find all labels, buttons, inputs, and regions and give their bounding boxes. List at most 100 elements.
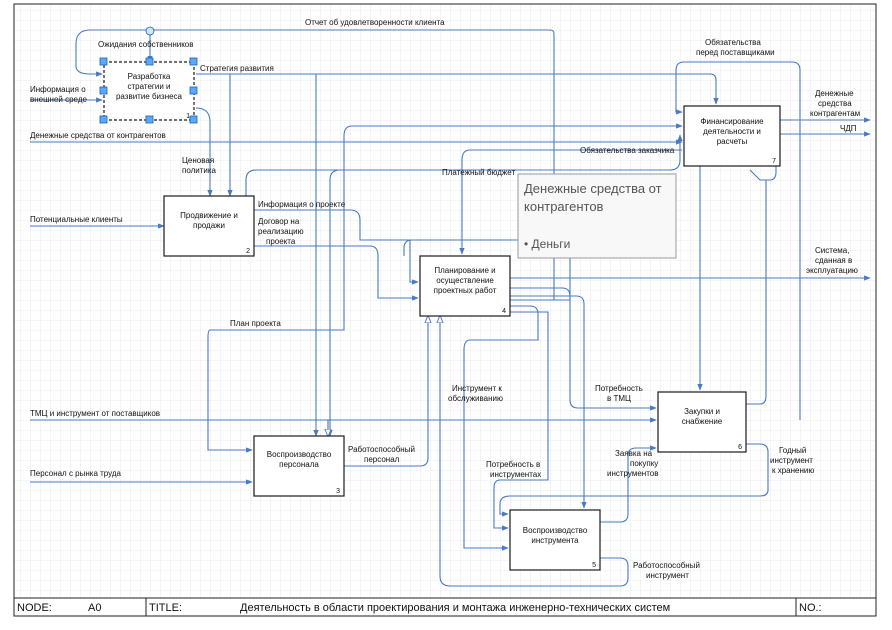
- label-staff-from-market: Персонал с рынка труда: [30, 469, 122, 478]
- footer-no-label: NO.:: [799, 602, 822, 614]
- box-2-number: 2: [246, 248, 250, 255]
- label-tmc-from-suppliers: ТМЦ и инструмент от поставщиков: [30, 409, 160, 418]
- box-6-procurement[interactable]: Закупки и снабжение 6: [657, 391, 747, 453]
- arrow-b4-to-b5[interactable]: [510, 295, 587, 509]
- label-system-2: сданная в: [815, 256, 852, 265]
- footer-title-value: Деятельность в области проектирования и …: [240, 602, 670, 614]
- hover-tooltip: Денежные средства от контрагентов • День…: [517, 173, 677, 259]
- label-tool-request-3: инструментов: [607, 469, 658, 478]
- arrow-customer-obligations[interactable]: [459, 149, 682, 255]
- box-5-number: 5: [592, 562, 596, 569]
- box-4-line-1: Планирование и: [434, 266, 495, 275]
- arrow-client-satisfaction[interactable]: [150, 29, 555, 301]
- handle-bottom-right[interactable]: [189, 115, 198, 124]
- arrow-b6-to-b7[interactable]: [746, 180, 767, 405]
- box-2-line-1: Продвижение и: [180, 211, 238, 220]
- arrow-tool-request[interactable]: [600, 445, 657, 523]
- handle-rotate[interactable]: [145, 26, 155, 36]
- box-7-line-1: Финансирование: [700, 117, 764, 126]
- handle-top-left[interactable]: [99, 57, 108, 66]
- box-5-line-2: инструмента: [531, 536, 579, 545]
- footer-node-label: NODE:: [17, 602, 52, 614]
- handle-left[interactable]: [99, 86, 108, 95]
- label-owner-expectations: Ожидания собственников: [98, 40, 194, 49]
- arrow-supplier-obligations[interactable]: [675, 61, 801, 420]
- arrow-good-tool[interactable]: [499, 443, 769, 517]
- label-tmc-need-2: в ТМЦ: [607, 394, 631, 403]
- label-money-from-counterparties: Денежные средства от контрагентов: [30, 131, 166, 140]
- label-supplier-obligations-2: перед поставщиками: [696, 48, 775, 57]
- label-tool-need-1: Потребность в: [486, 460, 540, 469]
- arrow-contract[interactable]: [254, 245, 419, 301]
- box-1-line-2: стратегии и: [128, 82, 171, 91]
- label-potential-clients: Потенциальные клиенты: [30, 215, 123, 224]
- label-tools-service-2: обслуживанию: [448, 394, 503, 403]
- label-customer-obligations: Обязательства заказчика: [580, 146, 675, 155]
- label-payment-budget: Платежный бюджет: [442, 168, 515, 177]
- tooltip-title-line-2: контрагентов: [524, 199, 604, 214]
- handle-bottom[interactable]: [145, 115, 154, 124]
- label-system-3: эксплуатацию: [806, 266, 858, 275]
- label-contract-1: Договор на: [258, 217, 300, 226]
- label-tool-need-2: инструментах: [490, 470, 541, 479]
- handle-right[interactable]: [189, 86, 198, 95]
- box-4-number: 4: [502, 308, 506, 315]
- label-system-1: Система,: [815, 246, 849, 255]
- label-price-policy-1: Ценовая: [182, 156, 214, 165]
- box-7-line-2: деятельности и: [703, 127, 761, 136]
- label-working-staff-1: Работоспособный: [348, 445, 415, 454]
- arrow-dev-strategy[interactable]: [196, 73, 719, 105]
- arrow-payment-budget-b2[interactable]: [245, 169, 340, 196]
- arrow-project-info[interactable]: [254, 209, 419, 285]
- box-2-promotion-sales[interactable]: Продвижение и продажи 2: [163, 195, 255, 257]
- label-contract-3: проекта: [266, 237, 296, 246]
- box-6-line-1: Закупки и: [684, 407, 720, 416]
- box-7-finance[interactable]: Финансирование деятельности и расчеты 7: [683, 105, 781, 167]
- box-1-line-1: Разработка: [128, 72, 171, 81]
- footer-node-value: A0: [88, 602, 101, 614]
- label-working-tool-1: Работоспособный: [633, 561, 700, 570]
- handle-bottom-left[interactable]: [99, 115, 108, 124]
- arrow-project-plan[interactable]: [207, 125, 360, 453]
- arrow-tool-service[interactable]: [463, 305, 539, 551]
- arrow-tool-need[interactable]: [493, 311, 549, 531]
- label-price-policy-2: политика: [182, 166, 217, 175]
- box-6-line-2: снабжение: [682, 417, 723, 426]
- arrow-client-satisfaction-loop[interactable]: [75, 29, 150, 77]
- label-client-satisfaction: Отчет об удовлетворенности клиента: [305, 18, 445, 27]
- tooltip-title-line-1: Денежные средства от: [524, 181, 662, 196]
- handle-top-right[interactable]: [189, 57, 198, 66]
- label-env-info-1: Информация о: [30, 85, 86, 94]
- handle-top[interactable]: [145, 57, 154, 66]
- box-3-staff-reproduction[interactable]: Воспроизводство персонала 3: [253, 435, 345, 497]
- box-4-planning[interactable]: Планирование и осуществление проектных р…: [419, 255, 511, 317]
- selection-handles[interactable]: [99, 26, 198, 124]
- label-project-info: Информация о проекте: [258, 200, 346, 209]
- box-1-strategy[interactable]: Разработка стратегии и развитие бизнеса …: [103, 61, 195, 121]
- label-working-tool-2: инструмент: [646, 571, 689, 580]
- label-money-to-counterparties-3: контрагентам: [810, 109, 860, 118]
- label-tmc-need-1: Потребность: [595, 384, 643, 393]
- label-net-profit: ЧДП: [840, 124, 857, 133]
- box-5-tool-reproduction[interactable]: Воспроизводство инструмента 5: [509, 509, 601, 571]
- tooltip-item: • Деньги: [524, 237, 570, 251]
- label-working-staff-2: персонал: [364, 455, 400, 464]
- box-1-line-3: развитие бизнеса: [116, 92, 183, 101]
- box-4-line-2: осуществление: [436, 276, 494, 285]
- label-dev-strategy: Стратегия развития: [200, 64, 274, 73]
- label-supplier-obligations-1: Обязательства: [705, 38, 761, 47]
- label-project-plan: План проекта: [230, 319, 281, 328]
- label-money-to-counterparties-1: Денежные: [815, 89, 854, 98]
- arrow-labels: Отчет об удовлетворенности клиента Ожида…: [30, 18, 860, 580]
- arrow-working-tool[interactable]: [440, 316, 629, 587]
- label-good-tool-1: Годный: [779, 446, 806, 455]
- arrow-tmc-need[interactable]: [510, 287, 657, 411]
- box-3-line-1: Воспроизводство: [267, 450, 332, 459]
- arrow-working-staff[interactable]: [344, 316, 428, 467]
- box-6-number: 6: [738, 444, 742, 451]
- arrow-payment-budget-b7[interactable]: [510, 134, 683, 171]
- arrow-price-policy[interactable]: [195, 107, 213, 197]
- box-1-number: 1: [186, 113, 190, 120]
